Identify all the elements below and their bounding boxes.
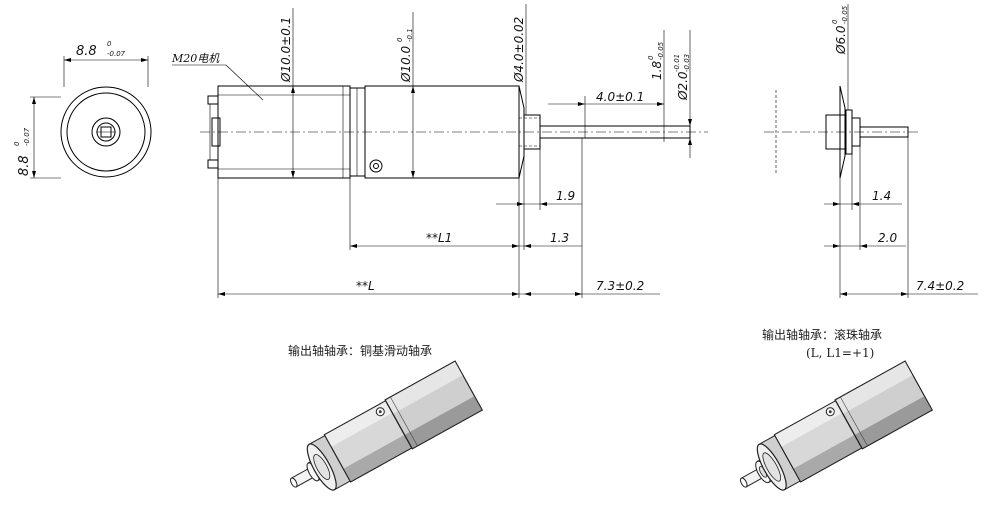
alt-dim-2-0: 2.0 [878,231,897,245]
gearbox-dia: Ø10.0 [399,45,413,83]
flat-length-dim: 4.0±0.1 [596,90,644,104]
motor-label: M20电机 [171,52,220,65]
shaft-dia: Ø2.0 [676,71,690,101]
gearbox-dia-tol-lower: -0.1 [406,28,414,42]
dim-1-3: 1.3 [550,231,569,245]
dim-L: **L [356,279,375,293]
alt-boss-dia: Ø6.0 [834,25,848,55]
caption-left: 输出轴轴承：铜基滑动轴承 [288,343,432,358]
alt-dim-shaft-length: 7.4±0.2 [916,279,964,293]
caption-right-sub: (L, L1=+1) [806,346,874,360]
alt-dim-1-4: 1.4 [872,189,891,203]
front-height-tol-upper: 0 [13,141,21,146]
shaft-flat-tol-lower: -0.05 [657,41,665,60]
alt-boss-dia-tol-upper: 0 [831,19,839,24]
motor-3d-right [739,360,933,491]
gearbox-dia-tol-upper: 0 [396,37,404,42]
motor-dia: Ø10.0±0.1 [279,17,293,83]
alt-boss-dia-tol-lower: -0.05 [841,5,849,24]
front-width-tol-lower: -0.07 [107,50,126,58]
dim-shaft-length: 7.3±0.2 [596,279,644,293]
shaft-dia-tol-lower: -0.03 [683,54,691,72]
front-view: 8.8 0 -0.07 8.8 0 -0.07 [13,40,152,179]
shaft-dia-tol-upper: -0.01 [673,54,681,72]
motor-3d-left [289,360,483,491]
front-height-tol-lower: -0.07 [23,127,31,146]
side-view: M20电机 Ø10.0±0.1 [171,4,708,298]
boss-dia: Ø4.0±0.02 [512,17,526,83]
alt-side-view: Ø6.0 0 -0.05 1.4 2.0 7.4±0.2 [764,4,978,298]
front-height-dim: 8.8 [17,155,32,176]
front-width-tol-upper: 0 [107,40,112,48]
dim-L1: **L1 [426,231,452,245]
front-width-dim: 8.8 [76,44,97,59]
shaft-flat-dim: 1.8 [650,61,664,80]
shaft-flat-tol-upper: 0 [647,55,655,60]
caption-right: 输出轴轴承：滚珠轴承 [762,327,882,342]
dim-1-9: 1.9 [556,189,575,203]
